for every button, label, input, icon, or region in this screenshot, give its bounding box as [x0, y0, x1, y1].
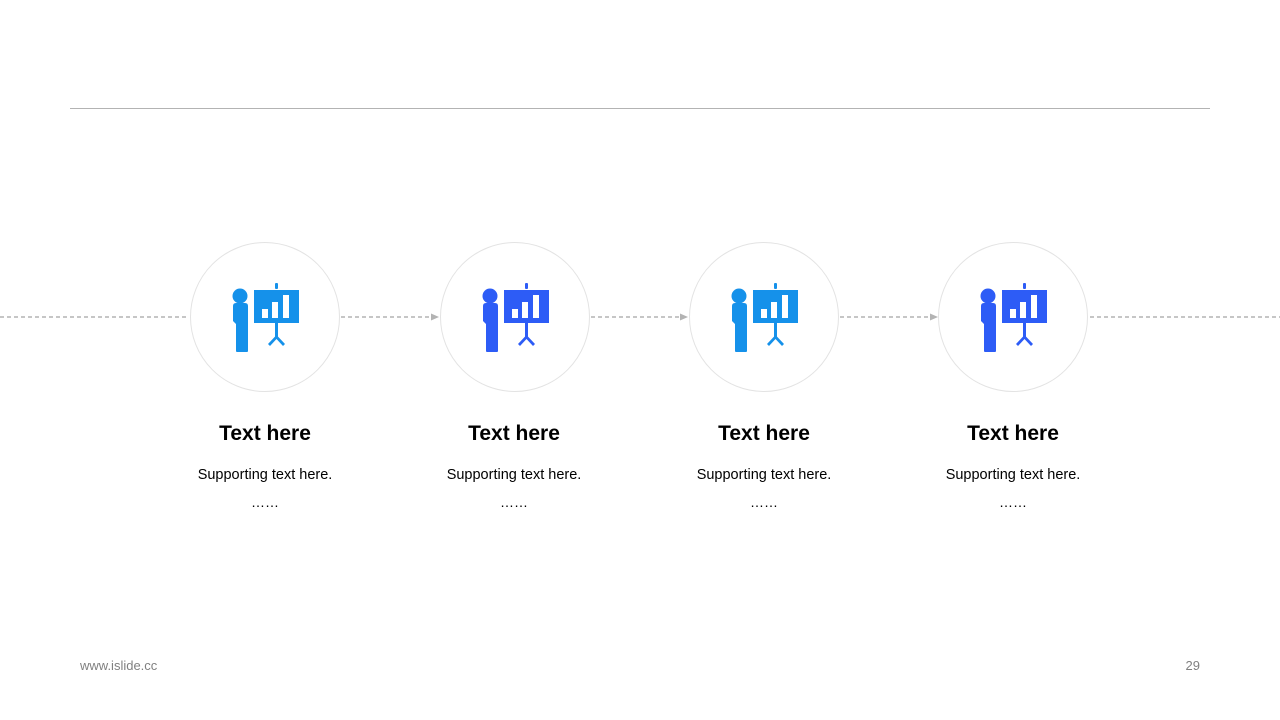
step-circle — [190, 242, 340, 392]
step-supporting-text: Supporting text here. — [197, 467, 333, 483]
step-ellipsis: …… — [500, 494, 528, 510]
page-number: 29 — [1185, 658, 1200, 673]
step-supporting-text: Supporting text here. — [446, 467, 582, 483]
presentation-icon — [232, 283, 299, 352]
step-ellipsis: …… — [251, 494, 279, 510]
step-supporting-text: Supporting text here. — [696, 467, 832, 483]
presentation-icon — [980, 283, 1047, 352]
presentation-icon — [731, 283, 798, 352]
presentation-icon — [482, 283, 549, 352]
step-title: Text here — [219, 422, 311, 445]
step-title: Text here — [468, 422, 560, 445]
step-title: Text here — [718, 422, 810, 445]
top-divider — [70, 108, 1210, 109]
step-circle — [689, 242, 839, 392]
step-circle — [938, 242, 1088, 392]
step-supporting-text: Supporting text here. — [945, 467, 1081, 483]
step-circle — [440, 242, 590, 392]
step-ellipsis: …… — [750, 494, 778, 510]
step-title: Text here — [967, 422, 1059, 445]
step-ellipsis: …… — [999, 494, 1027, 510]
footer-url: www.islide.cc — [80, 658, 158, 673]
